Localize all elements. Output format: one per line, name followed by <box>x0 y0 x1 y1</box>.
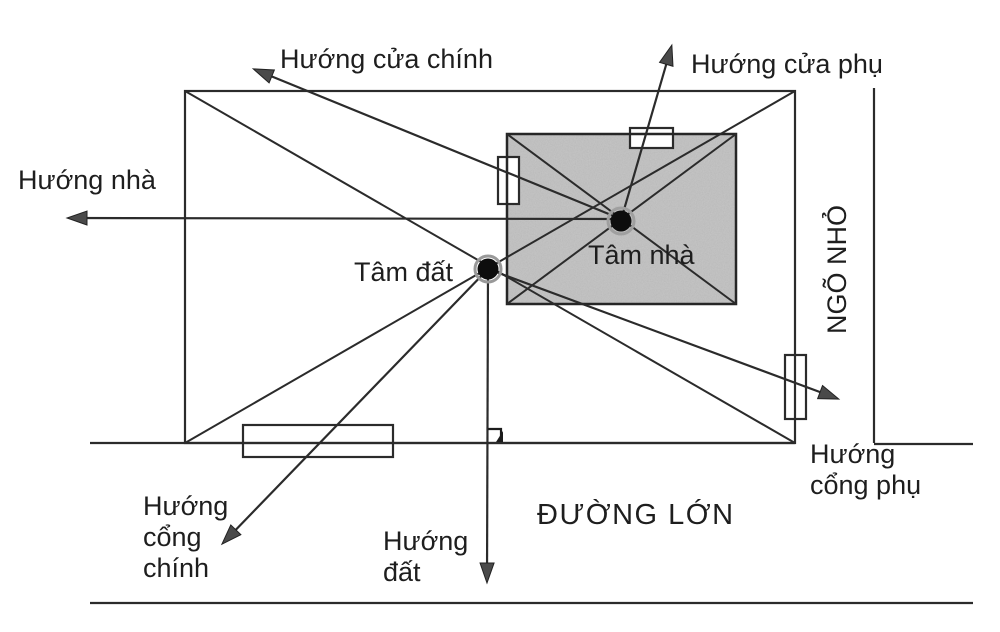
label-side-door-direction: Hướng cửa phụ <box>691 49 883 79</box>
label-main-gate-line1: Hướng <box>143 491 228 521</box>
label-main-gate-direction: Hướng cổng chính <box>143 491 228 583</box>
label-main-gate-line3: chính <box>143 553 209 583</box>
main-gate-direction-arrow <box>220 268 489 546</box>
side-door-direction-arrow <box>619 43 674 221</box>
label-house-center: Tâm nhà <box>588 240 696 270</box>
side-gate-direction-arrow <box>487 267 841 400</box>
house-left-door <box>496 155 521 206</box>
labels: Hướng cửa chính Hướng cửa phụ Hướng nhà … <box>18 44 921 587</box>
main-door-direction-arrow <box>251 68 622 221</box>
roads <box>90 88 973 605</box>
label-house-direction: Hướng nhà <box>18 165 157 195</box>
label-side-gate-line1: Hướng <box>810 439 895 469</box>
center-points <box>473 206 636 284</box>
label-big-road: ĐƯỜNG LỚN <box>537 498 735 531</box>
label-small-alley: NGÕ NHỎ <box>820 205 852 334</box>
label-main-gate-line2: cổng <box>143 522 202 552</box>
house-center-dot <box>610 210 632 232</box>
house-top-door <box>628 126 675 150</box>
house-center-ring <box>606 206 636 236</box>
direction-arrows <box>65 43 841 585</box>
land-direction-arrow <box>479 268 495 585</box>
right-angle-marker <box>488 427 503 442</box>
main-gate <box>241 423 395 459</box>
label-land-dir-line2: đất <box>383 557 421 587</box>
right-angle-blob <box>496 431 503 442</box>
house-direction-arrow <box>65 210 622 226</box>
label-main-door-direction: Hướng cửa chính <box>280 44 493 74</box>
land-center-ring <box>473 254 503 284</box>
label-land-direction: Hướng đất <box>383 526 468 587</box>
land-center-dot <box>477 258 499 280</box>
label-side-gate-direction: Hướng cổng phụ <box>810 439 921 500</box>
label-side-gate-line2: cổng phụ <box>810 470 921 500</box>
label-land-dir-line1: Hướng <box>383 526 468 556</box>
label-land-center: Tâm đất <box>354 257 454 287</box>
